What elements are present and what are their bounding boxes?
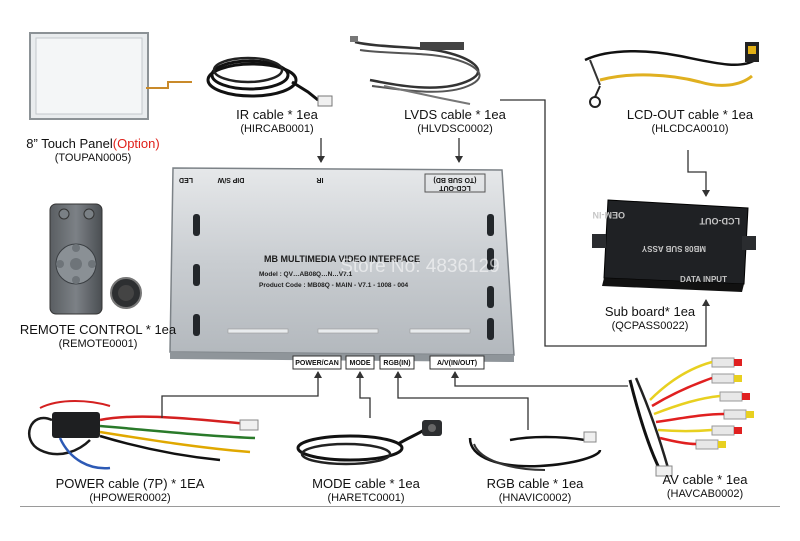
ir-cable-code: (HIRCAB0001) bbox=[240, 123, 314, 135]
port-mode-label: MODE bbox=[350, 360, 371, 367]
rgb-connector bbox=[394, 371, 529, 430]
power-cable-label: POWER cable (7P) * 1EA (HPOWER0002) bbox=[30, 476, 230, 504]
touch-panel-code: (TOUPAN0005) bbox=[54, 152, 132, 164]
sub-board-oem-in: OEM-IN bbox=[593, 210, 626, 220]
main-unit-model: Model : QV…AB08Q…N…V7.1 bbox=[259, 271, 353, 278]
port-rgb-in-label: RGB(IN) bbox=[383, 360, 410, 367]
port-mode: MODE bbox=[345, 355, 375, 370]
av-cable-code: (HAVCAB0002) bbox=[666, 488, 744, 500]
av-cable-name: AV cable * 1ea bbox=[662, 472, 748, 487]
lcd-out-cable-illustration bbox=[584, 42, 759, 108]
power-cable-illustration bbox=[28, 400, 259, 470]
connector-lines bbox=[161, 99, 710, 430]
power-connector bbox=[161, 371, 322, 418]
port-av-in-out: A/V(IN/OUT) bbox=[429, 355, 485, 370]
remote-control-label: REMOTE CONTROL * 1ea (REMOTE0001) bbox=[8, 322, 188, 350]
power-cable-name: POWER cable (7P) * 1EA bbox=[55, 476, 205, 491]
remote-control-name: REMOTE CONTROL * 1ea bbox=[19, 322, 177, 337]
touch-panel-label: 8” Touch Panel(Option) (TOUPAN0005) bbox=[18, 136, 168, 164]
remote-control-code: (REMOTE0001) bbox=[58, 338, 138, 350]
mode-connector bbox=[356, 371, 371, 418]
rgb-cable-illustration bbox=[468, 431, 602, 471]
remote-control-illustration bbox=[49, 203, 142, 315]
sub-board-data-input: DATA INPUT bbox=[680, 275, 727, 284]
sub-board-name: Sub board* 1ea bbox=[604, 304, 696, 319]
av-connector bbox=[451, 371, 628, 387]
touch-panel-option: (Option) bbox=[112, 136, 160, 151]
av-cable-label: AV cable * 1ea (HAVCAB0002) bbox=[630, 472, 780, 500]
sub-board-lcd-out: LCD-OUT bbox=[699, 216, 740, 226]
sub-board-illustration bbox=[592, 199, 756, 292]
touch-panel-illustration bbox=[29, 32, 192, 120]
main-unit-product-code: Product Code : MB08Q - MAIN - V7.1 - 100… bbox=[259, 282, 409, 289]
main-unit-title: MB MULTIMEDIA VIDEO INTERFACE bbox=[264, 254, 420, 264]
port-rgb-in: RGB(IN) bbox=[379, 355, 415, 370]
bottom-divider bbox=[20, 506, 780, 507]
port-av-in-out-label: A/V(IN/OUT) bbox=[437, 360, 477, 367]
ir-cable-label: IR cable * 1ea (HIRCAB0001) bbox=[212, 107, 342, 135]
mode-cable-name: MODE cable * 1ea bbox=[312, 476, 420, 491]
mode-cable-illustration bbox=[296, 420, 442, 466]
lcd-out-cable-label: LCD-OUT cable * 1ea (HLCDCA0010) bbox=[610, 107, 770, 135]
main-unit-illustration bbox=[169, 167, 515, 362]
touch-panel-name: 8” Touch Panel bbox=[26, 136, 113, 151]
port-lcd-out-label: LCD-OUT bbox=[439, 184, 471, 191]
sub-board-code: (QCPASS0022) bbox=[611, 320, 689, 332]
lcd-out-cable-name: LCD-OUT cable * 1ea bbox=[626, 107, 754, 122]
port-power-can-label: POWER/CAN bbox=[295, 360, 339, 367]
lcd-out-connector-arrow bbox=[687, 150, 710, 197]
mode-cable-label: MODE cable * 1ea (HARETC0001) bbox=[296, 476, 436, 504]
ir-cable-illustration bbox=[206, 56, 333, 107]
sub-board-assy: MB08 SUB ASSY bbox=[641, 244, 706, 253]
lvds-to-sub-connector bbox=[500, 99, 710, 347]
port-led-label: LED bbox=[179, 176, 193, 183]
port-power-can: POWER/CAN bbox=[292, 355, 342, 370]
port-ir-label: IR bbox=[317, 176, 324, 183]
rgb-cable-name: RGB cable * 1ea bbox=[486, 476, 584, 491]
port-lcd-out-sub-label: (TO SUB BD) bbox=[433, 176, 476, 183]
port-dip-label: DIP S/W bbox=[217, 176, 244, 183]
sub-board-label: Sub board* 1ea (QCPASS0022) bbox=[575, 304, 725, 332]
mode-cable-code: (HARETC0001) bbox=[327, 492, 405, 504]
lvds-cable-code: (HLVDSC0002) bbox=[417, 123, 493, 135]
rgb-cable-code: (HNAVIC0002) bbox=[498, 492, 572, 504]
rgb-cable-label: RGB cable * 1ea (HNAVIC0002) bbox=[470, 476, 600, 504]
lcd-out-cable-code: (HLCDCA0010) bbox=[651, 123, 729, 135]
watermark-text: Store No: 4836129 bbox=[340, 256, 500, 277]
ir-cable-name: IR cable * 1ea bbox=[236, 107, 318, 122]
lvds-cable-label: LVDS cable * 1ea (HLVDSC0002) bbox=[380, 107, 530, 135]
av-cable-illustration bbox=[628, 357, 754, 477]
power-cable-code: (HPOWER0002) bbox=[89, 492, 171, 504]
lvds-cable-name: LVDS cable * 1ea bbox=[404, 107, 506, 122]
lvds-cable-illustration bbox=[350, 36, 481, 105]
